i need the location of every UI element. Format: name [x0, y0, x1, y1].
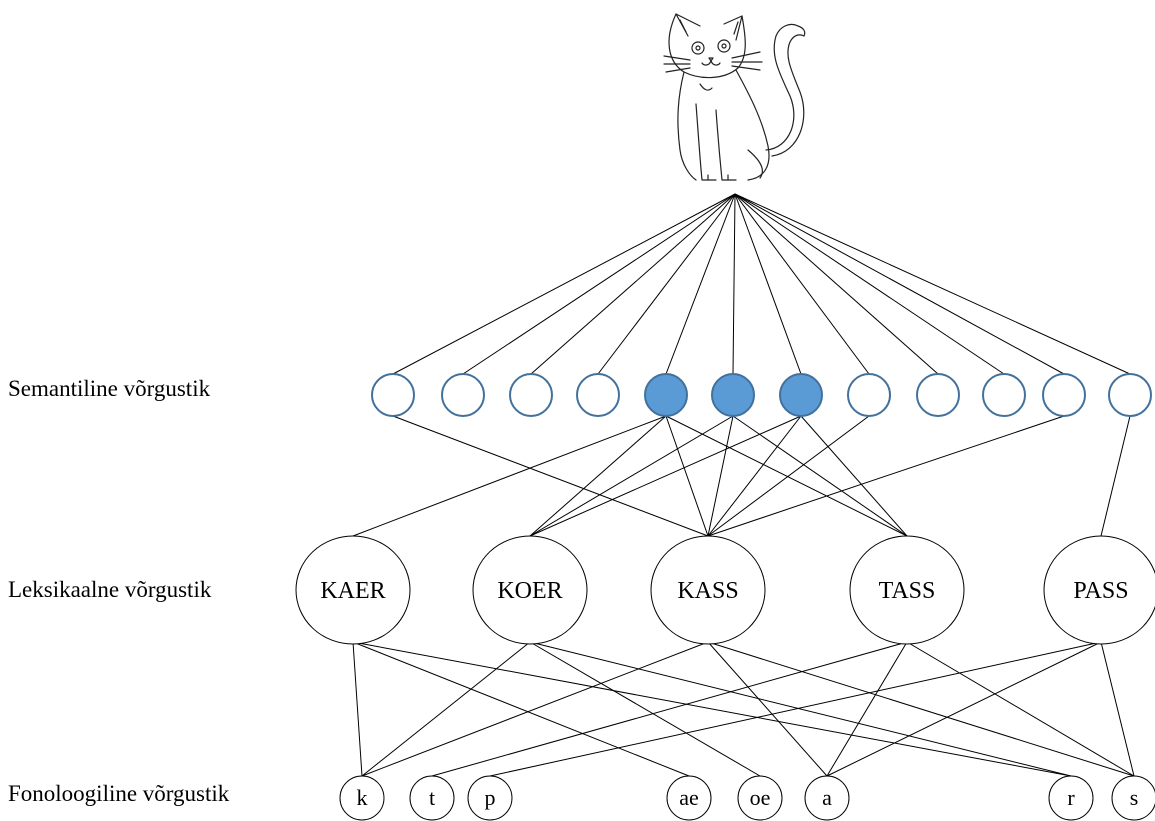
lex-sem-edge-kass-10	[707, 415, 1065, 537]
lex-sem-edge-kass-4	[665, 415, 709, 537]
lex-pho-edge-koer-oe	[529, 641, 761, 777]
lexical-layer: KAER KOER KASS TASS PASS	[295, 535, 1155, 645]
semantic-node-11	[1042, 373, 1086, 417]
lexical-node-kaer	[295, 535, 411, 645]
lex-sem-edge-pass-11	[1100, 415, 1131, 537]
lex-pho-edge-kass-k	[361, 641, 709, 777]
phonological-node-a	[804, 775, 850, 821]
lexical-label-kass: KASS	[677, 578, 738, 604]
phonological-label-p: p	[485, 785, 496, 810]
lexical-node-koer	[472, 535, 588, 645]
phonological-layer: k t p ae oe a r s	[339, 775, 1155, 821]
semantic-node-8	[847, 373, 891, 417]
lexical-label-tass: TASS	[879, 578, 936, 604]
lexical-node-pass	[1043, 535, 1155, 645]
image-edge-11	[734, 193, 1131, 375]
semantic-node-7	[779, 373, 823, 417]
phonological-node-oe	[737, 775, 783, 821]
lex-sem-edge-kass-5	[707, 415, 734, 537]
semantic-node-6	[711, 373, 755, 417]
image-edge-0	[392, 193, 736, 375]
phonological-label-a: a	[822, 785, 832, 810]
phonological-layer-label: Fonoloogiline võrgustik	[8, 781, 230, 806]
lex-pho-edge-pass-s	[1100, 641, 1135, 777]
phonological-label-oe: oe	[750, 785, 771, 810]
phonological-label-s: s	[1130, 785, 1139, 810]
lex-sem-edge-kaer-4	[352, 415, 667, 537]
semantic-node-10	[982, 373, 1026, 417]
phonological-node-r	[1048, 775, 1094, 821]
phonological-label-ae: ae	[679, 785, 699, 810]
phonological-node-k	[339, 775, 385, 821]
image-edge-7	[734, 193, 870, 375]
phonological-label-r: r	[1067, 785, 1075, 810]
lex-pho-edge-tass-s	[906, 641, 1135, 777]
image-edge-9	[734, 193, 1005, 375]
lex-sem-edge-koer-4	[529, 415, 667, 537]
semantic-node-1	[371, 373, 415, 417]
lex-pho-edge-kaer-r	[352, 641, 1072, 777]
lexical-label-pass: PASS	[1073, 578, 1128, 604]
lexical-to-phonological-edges	[352, 641, 1135, 777]
lex-pho-edge-koer-r	[529, 641, 1072, 777]
image-edge-6	[734, 193, 802, 375]
semantic-node-12	[1108, 373, 1152, 417]
lex-sem-edge-kass-0	[392, 415, 709, 537]
lexical-node-kass	[650, 535, 766, 645]
lex-pho-edge-kass-a	[707, 641, 828, 777]
semantic-layer-label: Semantiline võrgustik	[8, 376, 211, 401]
lex-pho-edge-kass-s	[707, 641, 1135, 777]
image-edge-8	[734, 193, 939, 375]
lex-sem-edge-kass-7	[707, 415, 870, 537]
lexical-label-koer: KOER	[497, 578, 562, 604]
lex-sem-edge-tass-6	[800, 415, 908, 537]
phonological-node-ae	[666, 775, 712, 821]
image-edge-10	[734, 193, 1065, 375]
lexical-label-kaer: KAER	[320, 578, 385, 604]
semantic-node-9	[916, 373, 960, 417]
lex-pho-edge-koer-k	[361, 641, 531, 777]
lex-sem-edge-koer-5	[529, 415, 734, 537]
phonological-label-t: t	[429, 785, 435, 810]
image-edge-4	[665, 193, 736, 375]
semantic-node-4	[576, 373, 620, 417]
lex-pho-edge-tass-t	[431, 641, 908, 777]
semantic-node-3	[509, 373, 553, 417]
lex-pho-edge-tass-a	[826, 641, 908, 777]
lex-sem-edge-kass-6	[707, 415, 802, 537]
lex-sem-edge-koer-6	[529, 415, 802, 537]
lex-pho-edge-pass-p	[489, 641, 1102, 777]
phonological-node-t	[409, 775, 455, 821]
image-edge-5	[732, 193, 736, 375]
phonological-node-s	[1111, 775, 1155, 821]
lex-sem-edge-tass-5	[732, 415, 908, 537]
lex-pho-edge-pass-a	[826, 641, 1102, 777]
lex-pho-edge-kaer-ae	[352, 641, 690, 777]
semantic-layer	[371, 373, 1152, 417]
lexical-layer-label: Leksikaalne võrgustik	[8, 577, 212, 602]
phonological-label-k: k	[357, 785, 368, 810]
image-edge-1	[462, 193, 736, 375]
semantic-node-5	[644, 373, 688, 417]
semantic-node-2	[441, 373, 485, 417]
image-edge-2	[530, 193, 736, 375]
image-to-semantic-edges	[392, 193, 1131, 375]
lex-pho-edge-kaer-k	[352, 641, 363, 777]
cat-icon	[663, 13, 806, 181]
lex-sem-edge-tass-4	[665, 415, 908, 537]
lexical-to-semantic-edges	[352, 415, 1131, 537]
image-edge-3	[597, 193, 736, 375]
phonological-node-p	[467, 775, 513, 821]
lexical-node-tass	[849, 535, 965, 645]
